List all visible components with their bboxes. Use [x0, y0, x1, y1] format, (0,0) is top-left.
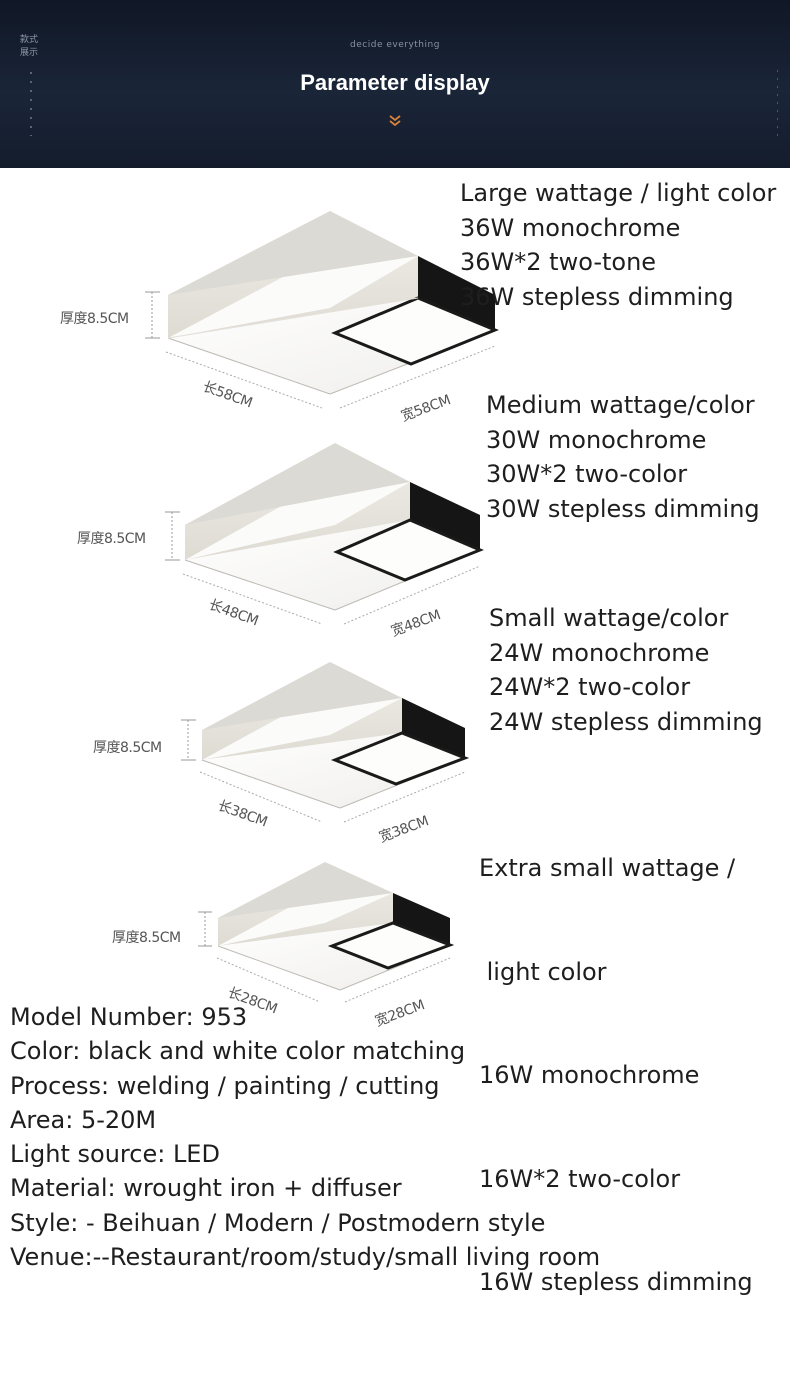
detail-area: Area: 5-20M	[10, 1105, 157, 1134]
detail-model-number: Model Number: 953	[10, 1003, 248, 1031]
spec-line: 16W stepless dimming	[479, 1268, 753, 1296]
lamp-small-thickness: 厚度8.5CM	[93, 740, 162, 756]
lamp-small-width: 宽38CM	[377, 813, 431, 846]
spec-line: 16W monochrome	[479, 1061, 700, 1089]
spec-line: 24W*2 two-color	[489, 673, 691, 701]
lamp-medium-length: 长48CM	[206, 596, 261, 630]
spec-line: 36W monochrome	[460, 213, 681, 242]
detail-color: Color: black and white color matching	[10, 1037, 466, 1066]
spec-line: 30W stepless dimming	[486, 494, 760, 523]
spec-line: Large wattage / light color	[460, 179, 777, 207]
spec-line: 30W*2 two-color	[486, 460, 688, 488]
right-dotted-line	[777, 70, 778, 140]
spec-line: 30W monochrome	[486, 425, 707, 454]
spec-line: 24W stepless dimming	[489, 707, 763, 736]
product-details: Model Number: 953 Color: black and white…	[10, 1000, 600, 1274]
lamp-small-specs: Small wattage/color 24W monochrome 24W*2…	[489, 601, 763, 739]
detail-style: Style: - Beihuan / Modern / Postmodern s…	[10, 1208, 546, 1237]
side-label-bottom: 展示	[20, 48, 39, 58]
lamp-medium-specs: Medium wattage/color 30W monochrome 30W*…	[486, 388, 760, 526]
lamp-extra-small-specs: Extra small wattage / light color 16W mo…	[479, 782, 753, 1334]
spec-line: 36W stepless dimming	[460, 282, 734, 311]
spec-line: 16W*2 two-color	[479, 1164, 681, 1193]
lamp-large-thickness: 厚度8.5CM	[60, 311, 129, 327]
spec-line: 36W*2 two-tone	[460, 248, 657, 276]
side-label-top: 款式	[20, 35, 39, 45]
spec-line: light color	[479, 957, 607, 986]
lamp-large-specs: Large wattage / light color 36W monochro…	[460, 176, 776, 314]
dotted-decoration	[30, 72, 32, 136]
detail-material: Material: wrought iron + diffuser	[10, 1174, 402, 1203]
chevron-down-icon	[388, 114, 402, 129]
lamp-large-length: 长58CM	[200, 378, 255, 412]
spec-line: Extra small wattage /	[479, 854, 736, 882]
page-title: Parameter display	[300, 70, 490, 95]
detail-light-source: Light source: LED	[10, 1140, 220, 1169]
lamp-extra-small	[198, 862, 455, 1003]
header-banner: 款式 展示 decide everything Parameter displa…	[0, 0, 790, 168]
spec-line: Small wattage/color	[489, 604, 729, 632]
lamp-medium-width: 宽48CM	[389, 607, 443, 640]
lamp-large-width: 宽58CM	[399, 392, 453, 425]
lamp-large	[145, 211, 499, 409]
detail-venue: Venue:--Restaurant/room/study/small livi…	[10, 1243, 601, 1272]
lamp-extra-small-thickness: 厚度8.5CM	[112, 930, 181, 946]
lamp-medium-thickness: 厚度8.5CM	[77, 531, 146, 547]
lamp-small-length: 长38CM	[215, 797, 270, 831]
header-side-label: 款式 展示	[20, 34, 50, 60]
spec-line: 24W monochrome	[489, 638, 710, 667]
header-subtitle: decide everything	[350, 40, 440, 50]
spec-line: Medium wattage/color	[486, 391, 755, 419]
detail-process: Process: welding / painting / cutting	[10, 1071, 440, 1100]
